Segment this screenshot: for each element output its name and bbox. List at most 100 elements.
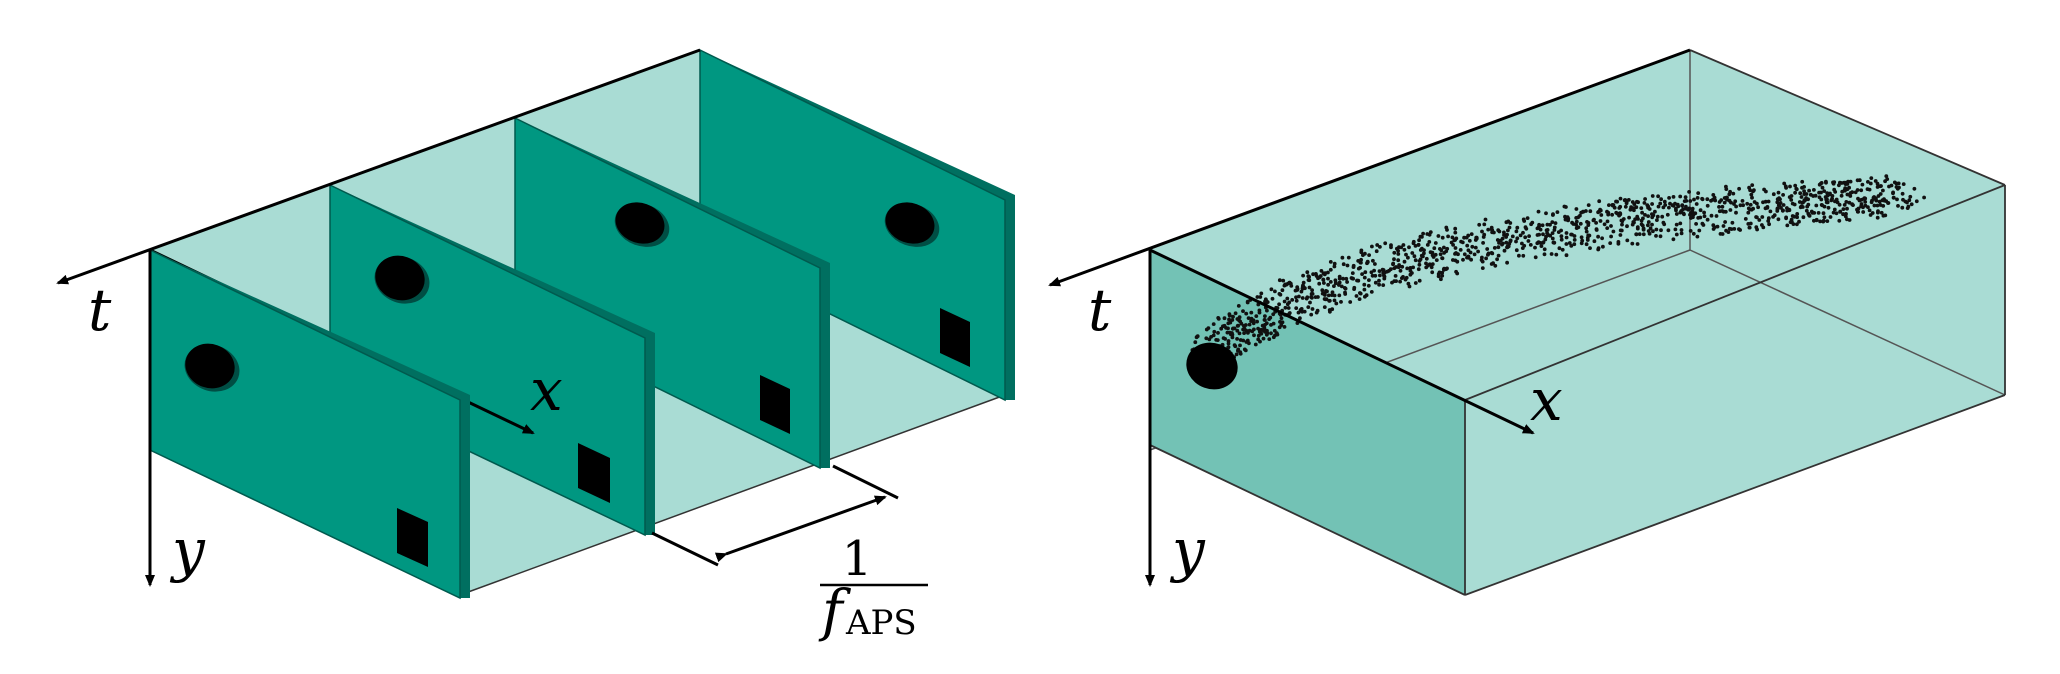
event-point — [1674, 206, 1678, 211]
event-point — [1650, 194, 1655, 198]
event-point — [1825, 193, 1830, 198]
event-point — [1785, 208, 1790, 213]
event-point — [1485, 247, 1490, 251]
event-point — [1875, 203, 1880, 208]
event-point — [1922, 195, 1926, 200]
event-point — [1848, 179, 1853, 184]
event-point — [1731, 191, 1736, 196]
event-point — [1267, 337, 1272, 341]
event-point — [1249, 310, 1254, 315]
event-point — [1473, 238, 1478, 242]
event-point — [1839, 181, 1844, 185]
event-point — [1667, 205, 1671, 210]
event-point — [1747, 185, 1751, 190]
event-point — [1301, 273, 1305, 278]
t-axis-label: t — [88, 276, 112, 344]
event-point — [1884, 174, 1889, 179]
event-point — [1413, 281, 1418, 285]
event-point — [1535, 226, 1540, 231]
event-point — [1726, 230, 1731, 235]
event-point — [1624, 200, 1629, 205]
event-point — [1287, 311, 1292, 315]
event-point — [1862, 196, 1867, 201]
event-point — [1442, 251, 1446, 255]
event-point — [1741, 203, 1745, 208]
event-point — [1802, 192, 1807, 197]
event-point — [1374, 249, 1379, 254]
event-point — [1586, 203, 1591, 208]
event-point — [1453, 230, 1458, 235]
event-point — [1402, 247, 1407, 252]
event-point — [1875, 215, 1880, 220]
event-point — [1263, 328, 1267, 332]
t-axis-right — [1048, 48, 1691, 287]
event-point — [1433, 252, 1438, 257]
event-point — [1620, 222, 1624, 227]
event-point — [1909, 202, 1914, 207]
event-point — [1332, 264, 1337, 269]
event-point — [1760, 215, 1765, 219]
event-point — [1211, 322, 1216, 326]
event-point — [1755, 201, 1759, 206]
event-point — [1605, 226, 1610, 231]
event-point — [1618, 204, 1623, 209]
event-point — [1345, 263, 1350, 268]
event-point — [1328, 267, 1333, 272]
event-point — [1845, 217, 1849, 222]
event-point — [1539, 244, 1544, 249]
event-point — [1814, 203, 1819, 208]
event-point — [1600, 236, 1604, 241]
event-point — [1572, 242, 1577, 247]
event-point — [1337, 280, 1342, 285]
event-point — [1222, 316, 1227, 321]
event-point — [1540, 223, 1545, 228]
event-point — [1688, 212, 1692, 217]
event-point — [1358, 291, 1362, 295]
event-point — [1436, 274, 1441, 279]
event-point — [1440, 235, 1445, 240]
event-point — [1316, 276, 1320, 281]
event-point — [1655, 218, 1659, 223]
event-point — [1453, 238, 1457, 242]
event-point — [1869, 176, 1874, 181]
event-point — [1637, 232, 1642, 237]
event-point — [1855, 178, 1860, 183]
event-point — [1628, 207, 1633, 212]
event-point — [1894, 185, 1899, 189]
event-point — [1290, 298, 1295, 302]
event-point — [1510, 234, 1515, 239]
event-point — [1321, 277, 1326, 282]
event-point — [1438, 252, 1443, 257]
event-point — [1611, 203, 1616, 207]
frame-4 — [699, 48, 1015, 402]
event-point — [1692, 197, 1696, 202]
event-point — [1306, 305, 1311, 309]
event-point — [1468, 250, 1473, 255]
event-point — [1855, 188, 1860, 192]
event-point — [1705, 217, 1710, 222]
event-point — [1407, 284, 1412, 289]
event-point — [1607, 203, 1611, 208]
event-point — [1278, 320, 1282, 324]
event-point — [1375, 243, 1380, 247]
event-point — [1564, 235, 1569, 240]
event-point — [1255, 319, 1259, 324]
event-point — [1533, 255, 1538, 260]
event-point — [1650, 212, 1654, 217]
event-point — [1204, 336, 1209, 341]
event-point — [1598, 219, 1603, 223]
event-point — [1235, 337, 1239, 341]
event-point — [1526, 239, 1531, 243]
event-point — [1226, 321, 1231, 326]
event-point — [1320, 288, 1325, 293]
event-point — [1257, 310, 1262, 315]
event-point — [1635, 225, 1640, 230]
event-point — [1866, 205, 1870, 210]
event-point — [1523, 225, 1528, 230]
event-point — [1259, 291, 1264, 296]
event-point — [1838, 210, 1842, 214]
event-point — [1533, 245, 1537, 250]
event-point — [1832, 207, 1837, 212]
event-point — [1584, 226, 1589, 231]
event-point — [1507, 241, 1512, 246]
